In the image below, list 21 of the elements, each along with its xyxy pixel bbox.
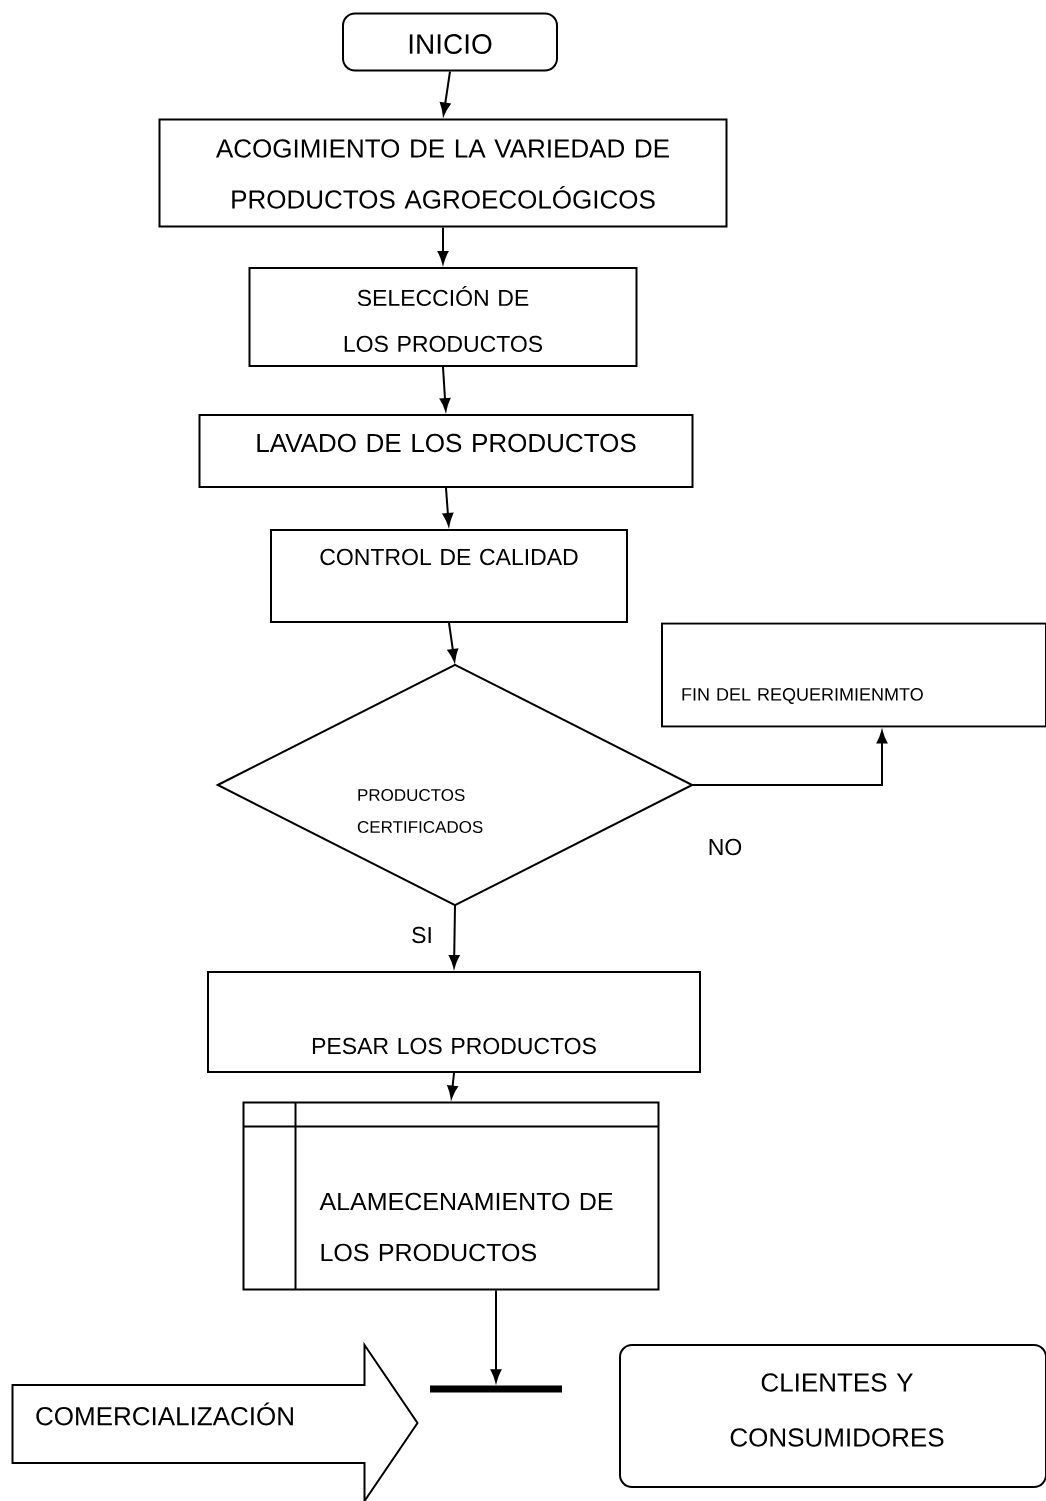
terminal-box: CLIENTES Y CONSUMIDORES bbox=[619, 1344, 1046, 1488]
arrow bbox=[490, 1289, 502, 1383]
arrow bbox=[447, 1072, 458, 1099]
edge-label: NO bbox=[705, 836, 745, 858]
arrow bbox=[439, 366, 451, 411]
process-box: FIN DEL REQUERIMIENMTO bbox=[661, 622, 1046, 728]
process-box: SELECCIÓN DE LOS PRODUCTOS bbox=[248, 267, 638, 367]
arrow bbox=[691, 730, 888, 786]
process-box: ACOGIMIENTO DE LA VARIEDAD DE PRODUCTOS AGROECOLÓGICOS bbox=[158, 118, 728, 228]
arrow bbox=[448, 904, 460, 968]
storage-box: ALAMECENAMIENTO DE LOS PRODUCTOS bbox=[242, 1101, 660, 1291]
arrow bbox=[437, 226, 449, 264]
process-box: CONTROL DE CALIDAD bbox=[270, 529, 628, 623]
arrow bbox=[442, 487, 454, 526]
terminal-box: INICIO bbox=[342, 12, 558, 72]
arrow bbox=[447, 622, 459, 662]
process-box: LAVADO DE LOS PRODUCTOS bbox=[198, 414, 694, 488]
arrow bbox=[440, 70, 451, 116]
edge-label: SI bbox=[409, 924, 435, 946]
sync-bar bbox=[430, 1385, 562, 1393]
process-box: PESAR LOS PRODUCTOS bbox=[207, 971, 701, 1073]
